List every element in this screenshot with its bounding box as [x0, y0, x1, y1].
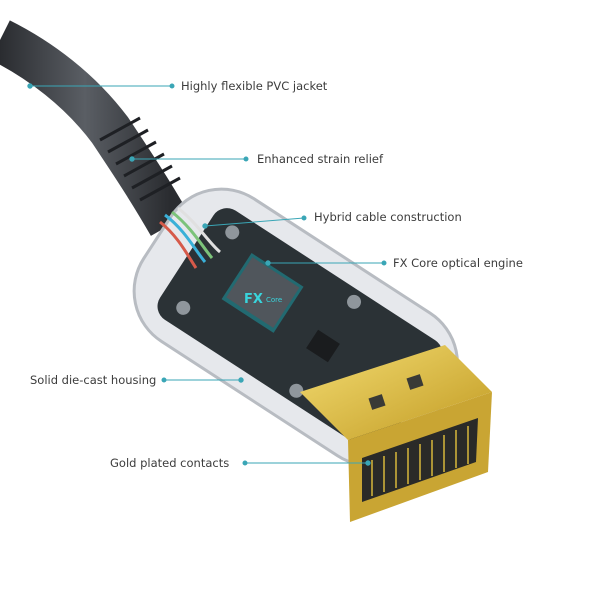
contact-pins	[371, 426, 469, 496]
latch-hole-left	[368, 394, 386, 410]
callout-gold-contacts: Gold plated contacts	[110, 456, 230, 470]
cable-jacket	[0, 20, 190, 236]
secondary-ic	[306, 329, 340, 363]
hybrid-cable-wires	[159, 206, 221, 269]
callout-optical-engine: FX Core optical engine	[393, 256, 523, 270]
chip-label-fx: FX	[244, 292, 263, 307]
chip-label-core: Core	[266, 296, 282, 304]
callout-pvc-jacket: Highly flexible PVC jacket	[181, 79, 328, 93]
latch-hole-right	[406, 374, 424, 390]
leader-lines	[27, 83, 387, 466]
gold-connector-top	[300, 345, 492, 440]
callout-housing: Solid die-cast housing	[30, 373, 157, 387]
strain-relief-ribs	[99, 116, 181, 202]
callout-strain-relief: Enhanced strain relief	[257, 152, 384, 166]
callout-hybrid-cable: Hybrid cable construction	[314, 210, 462, 224]
fx-core-chip	[221, 253, 304, 333]
